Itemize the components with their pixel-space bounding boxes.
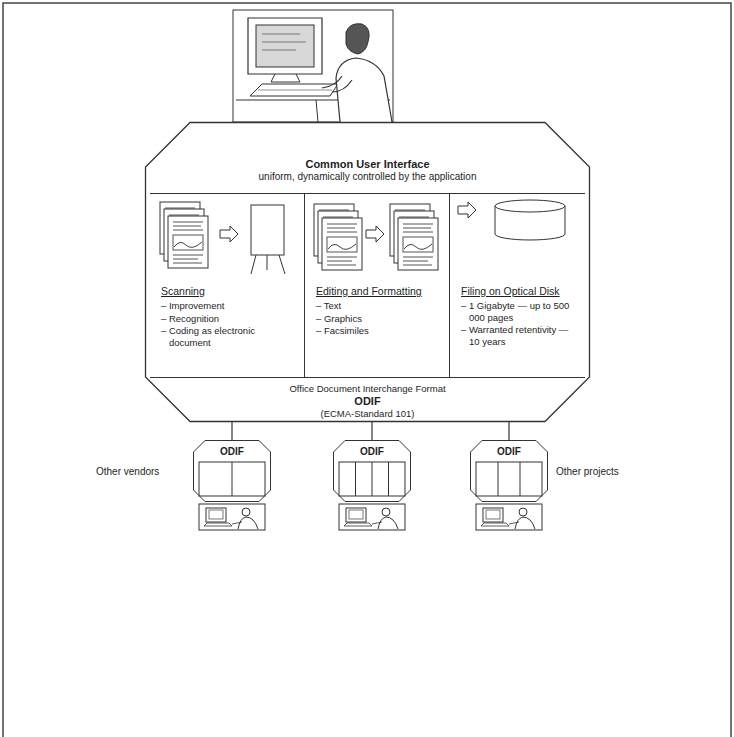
panel-item: – Improvement	[161, 300, 298, 312]
side-label: Other projects	[556, 466, 619, 478]
cell-divider	[498, 462, 499, 496]
interface-text: (ECMA-Standard 101)	[145, 408, 590, 420]
octagon-border	[471, 441, 548, 502]
page-frame	[3, 3, 731, 737]
interface-title: Common User Interface	[145, 158, 590, 171]
panel-item: – Recognition	[161, 313, 298, 325]
workstation-icon	[199, 504, 265, 530]
interface-cells	[339, 462, 405, 496]
panel-item: – Coding as electronic document	[161, 325, 298, 348]
label-holder: Other projects	[556, 466, 619, 478]
function-panel: Filing on Optical Disk – 1 Gigabyte — up …	[450, 193, 585, 378]
label-holder: Other vendors	[96, 466, 159, 478]
panel-title: Editing and Formatting	[316, 284, 443, 298]
panel-item: – Text	[316, 300, 443, 312]
function-panel: Editing and Formatting – Text– Graphics– …	[305, 193, 450, 378]
panel-item: – Warranted retentivity — 10 years	[461, 324, 579, 347]
side-label: Other vendors	[96, 466, 159, 478]
odif-gateway: ODIF	[193, 440, 271, 502]
scanning-illustration	[160, 202, 285, 274]
odif-link	[371, 422, 372, 440]
panel-item: – Facsimiles	[316, 325, 443, 337]
cell-divider	[372, 462, 373, 496]
interface-text: Office Document Interchange Format	[145, 383, 590, 395]
format-label: ODIF	[333, 440, 411, 458]
cell-divider	[232, 462, 233, 496]
odif-gateway: ODIF	[470, 440, 548, 502]
interface-octagon: Common User Interfaceuniform, dynamicall…	[145, 122, 590, 422]
format-label: ODIF	[193, 440, 271, 458]
panel-title: Scanning	[161, 284, 298, 298]
odif-gateway: ODIF	[333, 440, 411, 502]
octagon-border	[194, 441, 271, 502]
odif-link	[508, 422, 509, 440]
optical-disk-illustration	[458, 200, 565, 240]
function-panel: Scanning – Improvement– Recognition– Codi…	[150, 193, 305, 378]
interface-text: uniform, dynamically controlled by the a…	[145, 171, 590, 183]
cell-divider	[388, 462, 389, 496]
panel-item: – 1 Gigabyte — up to 500 000 pages	[461, 300, 579, 323]
workstation-icon	[339, 504, 405, 530]
cell-divider	[520, 462, 521, 496]
panel-item: – Graphics	[316, 313, 443, 325]
odif-link	[231, 422, 232, 440]
interface-text: ODIF	[145, 395, 590, 408]
panel-title: Filing on Optical Disk	[461, 284, 579, 298]
octagon-border	[146, 123, 590, 422]
octagon-border	[334, 441, 411, 502]
interface-cells	[476, 462, 542, 496]
cell-divider	[355, 462, 356, 496]
format-label: ODIF	[470, 440, 548, 458]
workstation-icon	[476, 504, 542, 530]
interface-cells	[199, 462, 265, 496]
workstation-illustration	[233, 10, 393, 122]
editing-illustration	[314, 204, 438, 270]
